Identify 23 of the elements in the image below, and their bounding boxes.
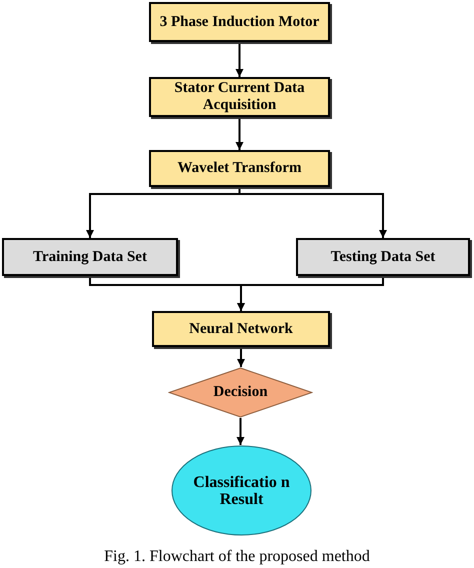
terminal-ellipse bbox=[171, 445, 312, 536]
process-box bbox=[152, 311, 330, 347]
arrow bbox=[236, 44, 244, 77]
node-label: 3 Phase Induction Motor bbox=[158, 14, 320, 30]
node-label: Decision bbox=[212, 384, 269, 401]
node-label: Wavelet Transform bbox=[176, 160, 302, 177]
node-label: Classificatio n Result bbox=[192, 474, 291, 508]
process-box bbox=[2, 238, 178, 276]
process-box bbox=[149, 2, 330, 42]
process-box bbox=[296, 238, 470, 276]
process-box bbox=[149, 77, 330, 117]
decision-diamond bbox=[168, 367, 313, 418]
node-label: Stator Current Data Acquisition bbox=[173, 80, 306, 114]
arrow bbox=[237, 278, 384, 311]
arrow bbox=[236, 418, 244, 445]
node-label: Testing Data Set bbox=[330, 248, 436, 266]
process-box bbox=[149, 150, 330, 187]
arrow bbox=[238, 189, 387, 238]
arrow bbox=[236, 119, 244, 150]
arrow bbox=[237, 349, 245, 367]
node-label: Training Data Set bbox=[32, 248, 148, 266]
figure-caption: Fig. 1. Flowchart of the proposed method bbox=[103, 547, 371, 567]
node-label: Neural Network bbox=[188, 320, 294, 338]
